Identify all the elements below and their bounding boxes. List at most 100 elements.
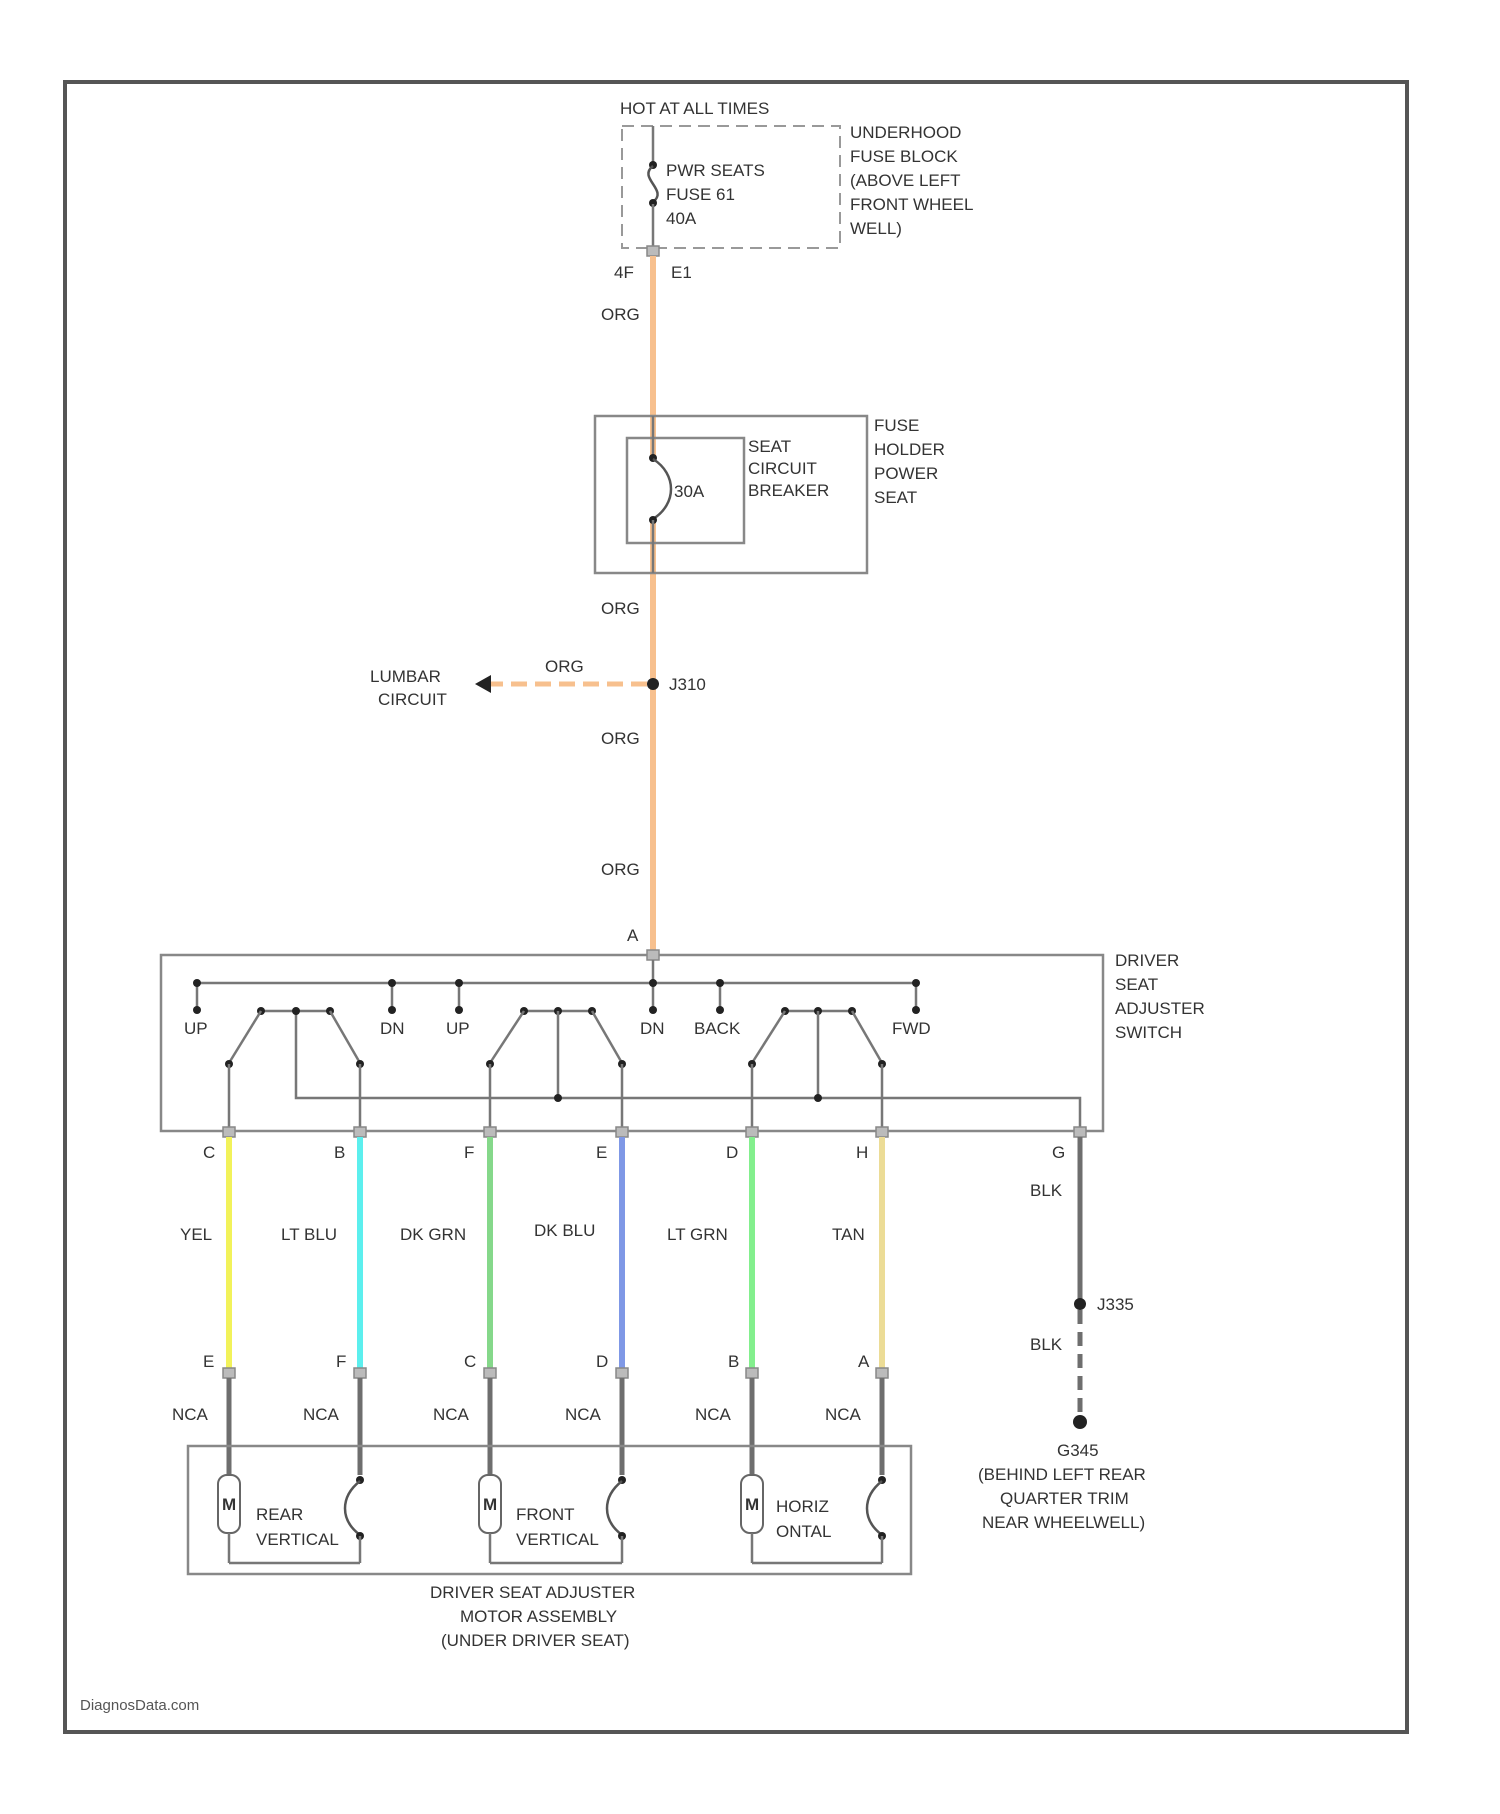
- motor-symbol: M: [745, 1495, 759, 1514]
- harness-wires: C YEL E B LT BLU F F DK GRN C E DK BLU D…: [180, 1137, 882, 1371]
- wire-color-label: LT GRN: [667, 1225, 728, 1244]
- position-contact: [716, 1006, 724, 1014]
- fuse-holder-name-2: HOLDER: [874, 440, 945, 459]
- limit-switch: [345, 1481, 360, 1535]
- lumbar-label-1: LUMBAR: [370, 667, 441, 686]
- feed-wire-label-4: ORG: [601, 860, 640, 879]
- lumbar-label-2: CIRCUIT: [378, 690, 447, 709]
- rocker-blade: [490, 1011, 524, 1063]
- ground-name-2: (BEHIND LEFT REAR: [978, 1465, 1146, 1484]
- splice-id: J310: [669, 675, 706, 694]
- wire-color-label: DK BLU: [534, 1221, 595, 1240]
- switch-output-terminal: [484, 1127, 496, 1137]
- fuse-block-terminal-1: 4F: [614, 263, 634, 282]
- switch-name-3: ADJUSTER: [1115, 999, 1205, 1018]
- motor-symbol: M: [222, 1495, 236, 1514]
- motor-rear-vertical: M REAR VERTICAL: [218, 1475, 364, 1563]
- motor-label-1: HORIZ: [776, 1497, 829, 1516]
- motor-pin-label: A: [858, 1352, 870, 1371]
- switch-rocker-rear-vertical: [225, 1007, 364, 1133]
- harness-wire: H TAN A: [832, 1137, 882, 1371]
- motor-front-vertical: M FRONT VERTICAL: [479, 1475, 626, 1563]
- motor-pin-label: F: [336, 1352, 346, 1371]
- ground-wire-label-2: BLK: [1030, 1335, 1063, 1354]
- lumbar-branch-wire-label: ORG: [545, 657, 584, 676]
- motor-connector-terminal: [484, 1368, 496, 1378]
- feed-wire: ORG ORG ORG ORG: [601, 256, 653, 955]
- fuse-block-name-1: UNDERHOOD: [850, 123, 961, 142]
- breaker-element: [653, 459, 671, 519]
- bus-junction: [649, 979, 657, 987]
- switch-outline: [161, 955, 1103, 1131]
- feed-wire-label-2: ORG: [601, 599, 640, 618]
- switch-output-terminal: [746, 1127, 758, 1137]
- position-contact: [193, 1006, 201, 1014]
- bus-junction: [912, 979, 920, 987]
- limit-switch: [867, 1481, 882, 1535]
- switch-pin-label: C: [203, 1143, 215, 1162]
- motor-assembly-name-1: DRIVER SEAT ADJUSTER: [430, 1583, 635, 1602]
- driver-seat-adjuster-switch: A DRIVER SEAT ADJUSTER SWITCH UP DN UP D…: [161, 926, 1205, 1137]
- switch-position-up-1: UP: [184, 1019, 208, 1038]
- switch-input-pin: A: [627, 926, 639, 945]
- switch-output-terminal: [223, 1127, 235, 1137]
- wire-color-label: YEL: [180, 1225, 212, 1244]
- motor-connector-terminal: [223, 1368, 235, 1378]
- motor-assembly-name-2: MOTOR ASSEMBLY: [460, 1607, 617, 1626]
- switch-pin-label: F: [464, 1143, 474, 1162]
- lumbar-arrow-icon: [475, 675, 491, 693]
- switch-position-dn-2: DN: [640, 1019, 665, 1038]
- switch-position-back: BACK: [694, 1019, 741, 1038]
- feed-wire-label-3: ORG: [601, 729, 640, 748]
- fuse-block-terminal: [647, 246, 659, 256]
- motor-connector-terminal: [354, 1368, 366, 1378]
- ground-circuit: G BLK J335 BLK G345 (BEHIND LEFT REAR QU…: [978, 1137, 1146, 1532]
- breaker-rating: 30A: [674, 482, 705, 501]
- switch-position-dn-1: DN: [380, 1019, 405, 1038]
- wire-color-label: TAN: [832, 1225, 865, 1244]
- motor-horizontal: M HORIZ ONTAL: [741, 1475, 886, 1563]
- ground-point-icon: [1073, 1415, 1087, 1429]
- rocker-blade: [229, 1011, 261, 1063]
- switch-name-2: SEAT: [1115, 975, 1158, 994]
- rocker-blade: [330, 1011, 360, 1063]
- position-contact: [649, 1006, 657, 1014]
- motor-assembly-name-3: (UNDER DRIVER SEAT): [441, 1631, 630, 1650]
- harness-wire: F DK GRN C: [400, 1137, 490, 1371]
- splice-point: [647, 678, 659, 690]
- motor-pin-label: E: [203, 1352, 214, 1371]
- motor-connector-terminal: [616, 1368, 628, 1378]
- motor-label-2: ONTAL: [776, 1522, 831, 1541]
- harness-wire: B LT BLU F: [281, 1137, 360, 1371]
- motor-pin-label: B: [728, 1352, 739, 1371]
- position-contact: [388, 1006, 396, 1014]
- fuse-holder-power-seat: 30A SEAT CIRCUIT BREAKER FUSE HOLDER POW…: [595, 416, 945, 573]
- nca-label: NCA: [565, 1405, 602, 1424]
- switch-ground-terminal: [1074, 1127, 1086, 1137]
- rocker-pivot: [292, 1007, 300, 1015]
- fuse-label-2: FUSE 61: [666, 185, 735, 204]
- motor-connector: NCA NCA NCA NCA NCA NCA: [172, 1368, 888, 1475]
- fuse-label-3: 40A: [666, 209, 697, 228]
- nca-label: NCA: [695, 1405, 732, 1424]
- motor-label-1: REAR: [256, 1505, 303, 1524]
- position-contact: [455, 1006, 463, 1014]
- fuse-element: [648, 166, 657, 202]
- limit-switch: [607, 1481, 622, 1535]
- fuse-holder-name-4: SEAT: [874, 488, 917, 507]
- fuse-block-name-4: FRONT WHEEL: [850, 195, 973, 214]
- switch-rocker-horizontal: [748, 1007, 886, 1133]
- diagram-frame: [65, 82, 1407, 1732]
- breaker-label-1: SEAT: [748, 437, 791, 456]
- fuse-block-name-2: FUSE BLOCK: [850, 147, 958, 166]
- switch-input-terminal: [647, 950, 659, 960]
- ground-name-1: G345: [1057, 1441, 1099, 1460]
- fuse-holder-name-3: POWER: [874, 464, 938, 483]
- switch-ground-bus: [296, 1011, 1080, 1133]
- fuse-holder-name-1: FUSE: [874, 416, 919, 435]
- ground-wire-label: BLK: [1030, 1181, 1063, 1200]
- nca-label: NCA: [172, 1405, 209, 1424]
- bus-junction: [716, 979, 724, 987]
- wire-color-label: DK GRN: [400, 1225, 466, 1244]
- rocker-blade: [752, 1011, 785, 1063]
